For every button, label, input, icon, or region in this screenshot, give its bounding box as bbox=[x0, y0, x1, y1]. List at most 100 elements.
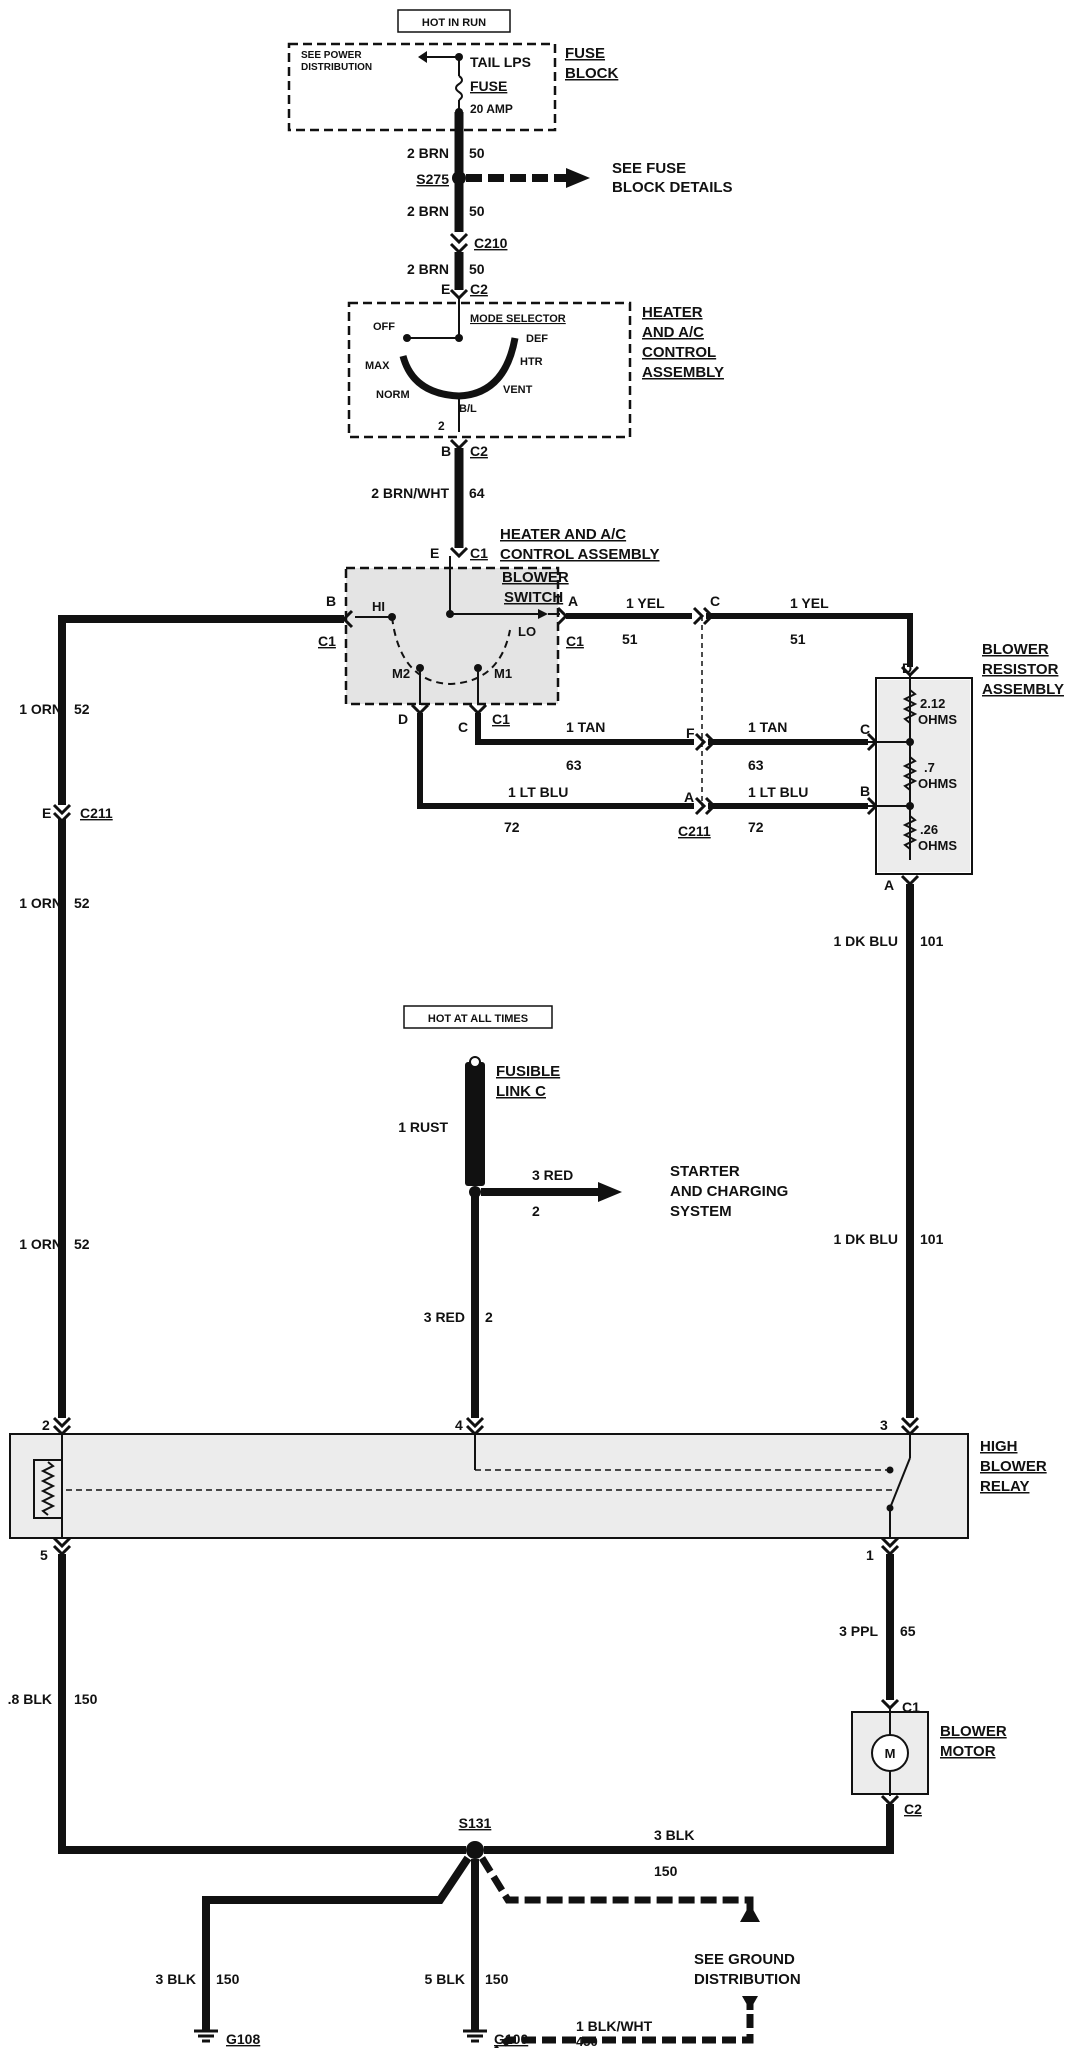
connector-c2-top-label: C2 bbox=[470, 281, 488, 297]
heater-ac-title-2: AND A/C bbox=[642, 324, 704, 341]
wire-brn-label: 2 BRN bbox=[407, 145, 449, 161]
fuse-amp-label: 20 AMP bbox=[470, 102, 513, 116]
circuit-72-label: 72 bbox=[504, 819, 520, 835]
blower-switch-title-2: SWITCH bbox=[504, 589, 563, 606]
pin-e-top: E bbox=[441, 281, 450, 297]
circuit-65-label: 65 bbox=[900, 1623, 916, 1639]
heater-ac-b-title: HEATER AND A/C bbox=[500, 526, 626, 543]
resistor-pin-c: C bbox=[860, 721, 870, 737]
blower-switch-title: BLOWER bbox=[502, 569, 569, 586]
mode-selector-label: MODE SELECTOR bbox=[470, 313, 566, 325]
wire-blk-right-label: 3 BLK bbox=[654, 1827, 694, 1843]
connector-c2-mid-label: C2 bbox=[470, 443, 488, 459]
circuit-2-label: 2 bbox=[532, 1203, 540, 1219]
hot-all-times-box bbox=[403, 1005, 553, 1029]
heater-ac-title: HEATER bbox=[642, 304, 703, 321]
connector-c211-mid-label: C211 bbox=[678, 823, 711, 839]
resistor-0-26-ohm bbox=[902, 815, 918, 850]
resistor-connector-c bbox=[866, 732, 879, 752]
tail-lps-label: TAIL LPS bbox=[470, 54, 531, 70]
blower-resistor-fill bbox=[878, 680, 970, 872]
off-contact bbox=[403, 334, 411, 342]
fuse-block-title: FUSE bbox=[565, 45, 605, 62]
wire-orn-label-3: 1 ORN bbox=[19, 1236, 62, 1252]
power-feed-arrow bbox=[418, 51, 427, 63]
circuit-52-label-3: 52 bbox=[74, 1236, 90, 1252]
see-fuse-block-label-2: BLOCK DETAILS bbox=[612, 179, 733, 196]
motor-m-label: M bbox=[885, 1746, 896, 1761]
mode-selector-arc bbox=[399, 337, 519, 400]
circuit-50-label-3: 50 bbox=[469, 261, 485, 277]
wire-yel-label: 1 YEL bbox=[626, 595, 665, 611]
wire-red-starter-label: 3 RED bbox=[532, 1167, 573, 1183]
fusible-link-title: FUSIBLE bbox=[496, 1063, 560, 1080]
wire-blk-150-g108 bbox=[202, 1855, 472, 2030]
connector-c1-e-label: C1 bbox=[470, 545, 488, 561]
ground-g108-label: G108 bbox=[226, 2031, 260, 2047]
mode-norm-label: NORM bbox=[376, 389, 410, 401]
wire-blk-wht-label: 1 BLK/WHT bbox=[576, 2018, 653, 2034]
wire-tan-label-2: 1 TAN bbox=[748, 719, 787, 735]
resistor-title-3: ASSEMBLY bbox=[982, 681, 1064, 698]
resistor-pin-d: D bbox=[902, 660, 912, 676]
wire-blk-150-left bbox=[58, 1554, 466, 1854]
hot-in-run-label: HOT IN RUN bbox=[422, 17, 486, 29]
relay-contact-fixed bbox=[886, 1466, 894, 1474]
blower-resistor-box bbox=[875, 677, 973, 875]
connector-c1-e bbox=[449, 546, 469, 559]
blower-motor-title: BLOWER bbox=[940, 1723, 1007, 1740]
connector-c211-tan bbox=[694, 732, 717, 752]
heater-ac-b-title-2: CONTROL ASSEMBLY bbox=[500, 546, 659, 563]
splice-s131 bbox=[466, 1841, 484, 1859]
heater-ac-title-3: CONTROL bbox=[642, 344, 716, 361]
blower-motor-title-2: MOTOR bbox=[940, 1743, 996, 1760]
pin-e-c1: E bbox=[430, 545, 439, 561]
wire-tan-63 bbox=[475, 713, 868, 745]
fuse-details-arrow bbox=[566, 168, 590, 188]
circuit-101-label: 101 bbox=[920, 933, 944, 949]
connector-c1-d bbox=[410, 703, 430, 716]
wire-blk-label: .8 BLK bbox=[8, 1691, 52, 1707]
relay-title-2: BLOWER bbox=[980, 1458, 1047, 1475]
mode-vent-label: VENT bbox=[503, 384, 533, 396]
wire-lt-blu-72 bbox=[417, 713, 868, 809]
high-blower-relay-box bbox=[9, 1433, 969, 1539]
starter-arrow bbox=[598, 1182, 622, 1202]
fuse-label: FUSE bbox=[470, 78, 507, 94]
circuit-63-label-2: 63 bbox=[748, 757, 764, 773]
pin-f-conn: F bbox=[686, 725, 695, 741]
ohm-value-2: .7 bbox=[924, 760, 935, 775]
relay-pin-3: 3 bbox=[880, 1417, 888, 1433]
wire-blk-g100-label: 5 BLK bbox=[425, 1971, 465, 1987]
fuse-block-box bbox=[287, 42, 557, 132]
relay-pin-4: 4 bbox=[455, 1417, 463, 1433]
circuit-63-label: 63 bbox=[566, 757, 582, 773]
circuit-51-label: 51 bbox=[622, 631, 638, 647]
starter-charging-label: STARTER bbox=[670, 1163, 740, 1180]
wire-brn-label-3: 2 BRN bbox=[407, 261, 449, 277]
ohm-unit-3: OHMS bbox=[918, 838, 957, 853]
motor-connector-c2 bbox=[880, 1794, 900, 1807]
wire-orn-label-2: 1 ORN bbox=[19, 895, 62, 911]
relay-connector-2 bbox=[52, 1416, 72, 1437]
relay-connector-5 bbox=[52, 1536, 72, 1557]
wire-yel-51 bbox=[566, 613, 913, 667]
heater-ac-title-4: ASSEMBLY bbox=[642, 364, 724, 381]
splice-s275-label: S275 bbox=[416, 171, 449, 187]
connector-c2-top bbox=[449, 288, 469, 301]
wire-lt-blu-label-2: 1 LT BLU bbox=[748, 784, 808, 800]
pin-e-c211: E bbox=[42, 805, 51, 821]
wire-yel-label-2: 1 YEL bbox=[790, 595, 829, 611]
resistor-0-7-ohm bbox=[902, 756, 918, 791]
switch-travel-arc bbox=[391, 616, 511, 686]
circuit-150-g108-label: 150 bbox=[216, 1971, 240, 1987]
wire-orn-52 bbox=[58, 615, 344, 1418]
mode-off-label: OFF bbox=[373, 321, 395, 333]
circuit-150-g100-label: 150 bbox=[485, 1971, 509, 1987]
pin-a-conn: A bbox=[684, 789, 694, 805]
circuit-2-label-2: 2 bbox=[485, 1309, 493, 1325]
mode-def-label: DEF bbox=[526, 333, 548, 345]
connector-c211-left bbox=[52, 803, 72, 824]
relay-pin-5: 5 bbox=[40, 1547, 48, 1563]
see-power-distribution-label-2: DISTRIBUTION bbox=[301, 62, 372, 73]
